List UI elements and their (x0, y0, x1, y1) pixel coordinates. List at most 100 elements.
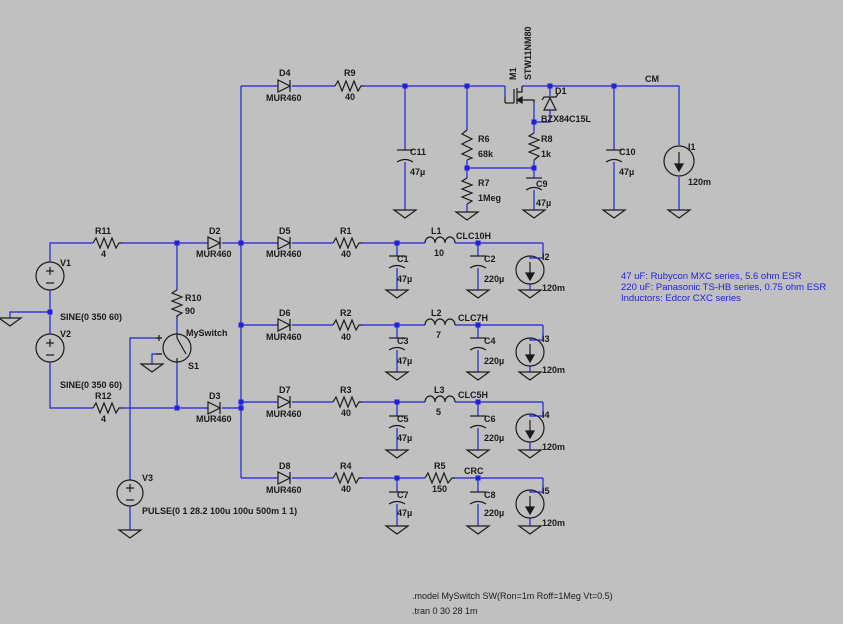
label-V2-value: SINE(0 350 60) (60, 380, 122, 390)
net-label-CLC5H: CLC5H (458, 390, 488, 400)
label-R12: R12 (95, 391, 112, 401)
label-R6: R6 (478, 134, 490, 144)
label-C7: C7 (397, 490, 409, 500)
label-R6-value: 68k (478, 149, 494, 159)
resistor-R5[interactable] (424, 471, 455, 485)
inductor-L2[interactable] (424, 318, 456, 326)
voltage-source-V3[interactable] (116, 479, 144, 507)
voltage-source-V1[interactable] (35, 261, 65, 291)
resistor-R6[interactable] (460, 129, 474, 161)
net-label-CLC10H: CLC10H (456, 231, 491, 241)
label-R3: R3 (340, 385, 352, 395)
capacitor-C11[interactable] (396, 149, 414, 163)
capacitor-C10[interactable] (605, 149, 623, 163)
label-M1: M1 (508, 67, 518, 80)
label-D8: D8 (279, 461, 291, 471)
label-MySwitch: MySwitch (186, 328, 228, 338)
current-source-I4[interactable] (515, 413, 545, 443)
label-D5-model: MUR460 (266, 249, 302, 259)
label-S1: S1 (188, 361, 199, 371)
capacitor-C3[interactable] (388, 337, 406, 351)
current-source-I5[interactable] (515, 489, 545, 519)
label-C9-value: 47µ (536, 198, 551, 208)
label-C3-value: 47µ (397, 356, 412, 366)
design-notes: 47 uF: Rubycon MXC series, 5.6 ohm ESR 2… (621, 271, 826, 304)
resistor-R3[interactable] (332, 395, 362, 409)
label-L1: L1 (431, 226, 442, 236)
diode-D2[interactable] (207, 236, 222, 250)
label-R12-value: 4 (101, 414, 106, 424)
resistor-R8[interactable] (527, 132, 541, 161)
label-C10-value: 47µ (619, 167, 634, 177)
directive-tran: .tran 0 30 28 1m (412, 606, 478, 616)
label-V3-value: PULSE(0 1 28.2 100u 100u 500m 1 1) (142, 506, 297, 516)
label-D7: D7 (279, 385, 291, 395)
label-I2: I2 (542, 252, 550, 262)
diode-D7[interactable] (277, 395, 292, 409)
label-C5: C5 (397, 414, 409, 424)
inductor-L3[interactable] (424, 395, 456, 403)
label-I4-value: 120m (542, 442, 565, 452)
label-R11: R11 (95, 226, 111, 236)
wires (9, 85, 680, 530)
resistor-R11[interactable] (92, 236, 122, 250)
label-D8-model: MUR460 (266, 485, 302, 495)
current-source-I3[interactable] (515, 337, 545, 367)
diode-D4[interactable] (277, 79, 292, 93)
label-D3: D3 (209, 391, 221, 401)
label-I2-value: 120m (542, 283, 565, 293)
mosfet-M1[interactable] (504, 86, 535, 105)
capacitor-C9[interactable] (525, 177, 543, 191)
capacitor-C1[interactable] (388, 255, 406, 269)
junction-dots (47, 83, 617, 481)
resistor-R2[interactable] (332, 318, 362, 332)
label-D7-model: MUR460 (266, 409, 302, 419)
current-source-I1[interactable] (663, 145, 695, 177)
resistor-R1[interactable] (332, 236, 362, 250)
label-R10: R10 (185, 293, 202, 303)
resistor-R7[interactable] (460, 177, 474, 205)
label-V3: V3 (142, 473, 153, 483)
capacitor-C5[interactable] (388, 415, 406, 429)
label-C8-value: 220µ (484, 508, 504, 518)
capacitor-C6[interactable] (469, 415, 487, 429)
capacitor-C7[interactable] (388, 491, 406, 505)
switch-S1[interactable] (156, 333, 192, 363)
inductor-L1[interactable] (424, 236, 456, 244)
voltage-source-V2[interactable] (35, 333, 65, 363)
resistor-R9[interactable] (334, 79, 364, 93)
label-C2-value: 220µ (484, 274, 504, 284)
label-C3: C3 (397, 336, 409, 346)
label-R1-value: 40 (341, 249, 351, 259)
diode-D3[interactable] (207, 401, 222, 415)
capacitor-C4[interactable] (469, 337, 487, 351)
resistor-R12[interactable] (92, 401, 122, 415)
label-L2: L2 (431, 308, 442, 318)
label-D2-model: MUR460 (196, 249, 232, 259)
resistor-R4[interactable] (332, 471, 362, 485)
label-D5: D5 (279, 226, 291, 236)
net-label-CLC7H: CLC7H (458, 313, 488, 323)
net-label-CM: CM (645, 74, 659, 84)
label-R7: R7 (478, 178, 490, 188)
label-R9: R9 (344, 68, 356, 78)
label-R10-value: 90 (185, 306, 195, 316)
label-I4: I4 (542, 410, 550, 420)
capacitor-C2[interactable] (469, 255, 487, 269)
note-line-3: Inductors: Edcor CXC series (621, 293, 741, 304)
diode-D5[interactable] (277, 236, 292, 250)
zener-diode-D1[interactable] (541, 93, 559, 111)
component-labels: D4 MUR460 R9 40 M1 STW11NM80 D1 BZX84C15… (60, 26, 711, 528)
label-C6-value: 220µ (484, 433, 504, 443)
resistor-R10[interactable] (170, 289, 184, 318)
diode-D8[interactable] (277, 471, 292, 485)
label-R7-value: 1Meg (478, 193, 501, 203)
current-source-I2[interactable] (515, 255, 545, 285)
label-I3: I3 (542, 334, 550, 344)
capacitor-C8[interactable] (469, 491, 487, 505)
current-source-connectors (529, 256, 543, 493)
diode-D6[interactable] (277, 318, 292, 332)
label-V2: V2 (60, 329, 71, 339)
label-D2: D2 (209, 226, 221, 236)
